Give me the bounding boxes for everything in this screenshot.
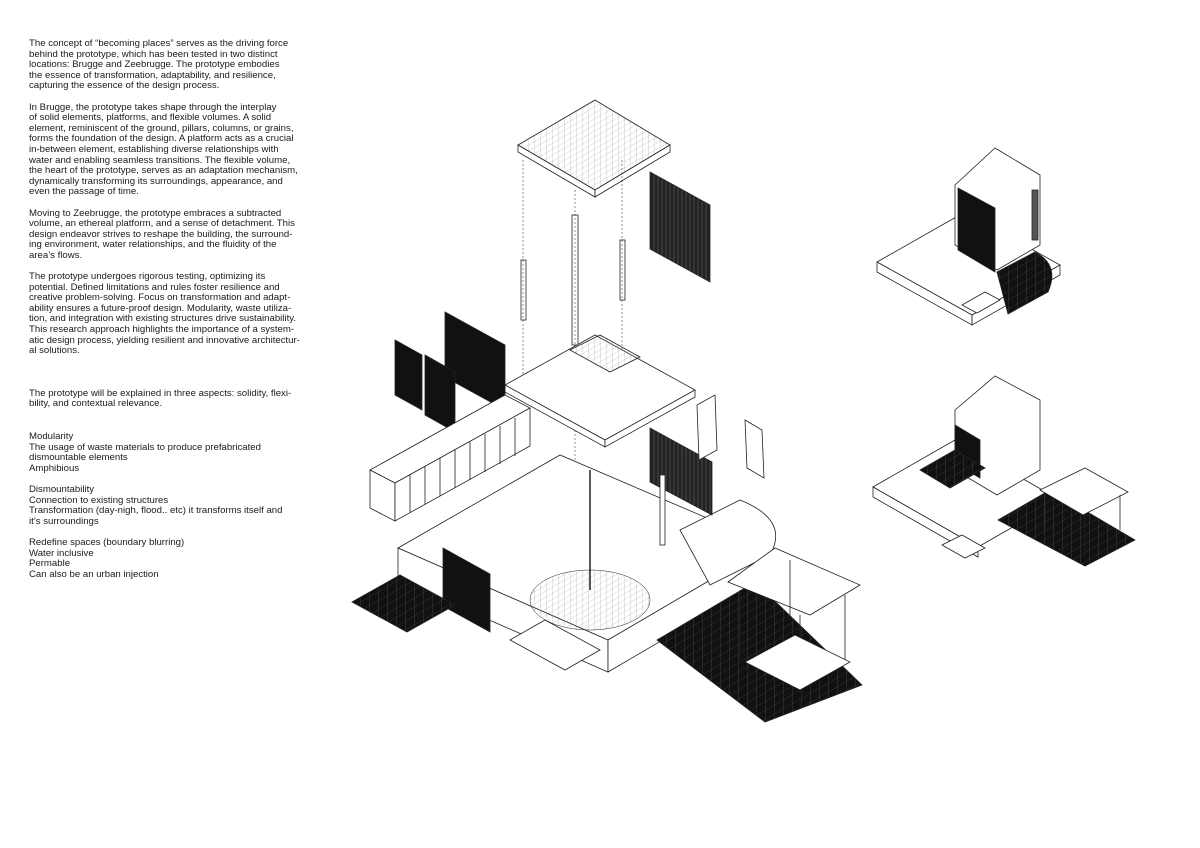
- black-panel: [442, 547, 491, 633]
- text-line: ing environment, water relationships, an…: [29, 239, 277, 251]
- text-line: Moving to Zeebrugge, the prototype embra…: [29, 207, 282, 219]
- text-line: capturing the essence of the design proc…: [29, 80, 220, 92]
- text-line: it’s surroundings: [29, 515, 99, 527]
- text-line: in-between element, establishing diverse…: [29, 143, 279, 155]
- dark-floor-tiles: [997, 489, 1136, 567]
- black-panel: [957, 187, 996, 273]
- description-text: The concept of “becoming places” serves …: [29, 38, 329, 580]
- text-line: ability ensures a future-proof design. M…: [29, 302, 292, 314]
- text-line: bility, and contextual relevance.: [29, 398, 163, 410]
- text-line: In Brugge, the prototype takes shape thr…: [29, 101, 277, 113]
- aspects-intro-paragraph: The prototype will be explained in three…: [29, 387, 329, 410]
- modular-shelf-frame: [369, 394, 531, 522]
- zeebrugge-axonometric-top: [876, 147, 1061, 326]
- pergola: [727, 547, 861, 691]
- zeebrugge-paragraph: Moving to Zeebrugge, the prototype embra…: [29, 207, 329, 262]
- folding-door: [696, 394, 718, 461]
- text-line: atic design process, yielding resilient …: [29, 334, 300, 346]
- text-line: tion, and integration with existing stru…: [29, 313, 296, 325]
- text-line: area’s flows.: [29, 249, 83, 261]
- text-line: Transformation (day-nigh, flood.. etc) i…: [29, 505, 283, 517]
- text-line: Connection to existing structures: [29, 494, 169, 506]
- text-line: dynamically transforming its surrounding…: [29, 175, 283, 187]
- text-line: element, reminiscent of the ground, pill…: [29, 122, 294, 134]
- text-line: of solid elements, platforms, and flexib…: [29, 112, 272, 124]
- text-line: the essence of transformation, adaptabil…: [29, 69, 276, 81]
- text-line: Redefine spaces (boundary blurring): [29, 536, 185, 548]
- text-line: The prototype will be explained in three…: [29, 387, 292, 399]
- dark-screen-panel: [649, 171, 711, 283]
- text-line: forms the foundation of the design. A pl…: [29, 133, 294, 145]
- testing-paragraph: The prototype undergoes rigorous testing…: [29, 271, 329, 357]
- text-line: The prototype undergoes rigorous testing…: [29, 271, 266, 283]
- text-line: even the passage of time.: [29, 186, 139, 198]
- text-line: water and enabling seamless transitions.…: [29, 154, 291, 166]
- column: [619, 239, 626, 301]
- text-line: The usage of waste materials to produce …: [29, 441, 261, 453]
- black-panel: [394, 339, 423, 411]
- text-line: potential. Defined limitations and rules…: [29, 281, 280, 293]
- text-line: design endeavor strives to reshape the b…: [29, 228, 293, 240]
- text-line: the heart of the prototype, serves as an…: [29, 165, 298, 177]
- roof-grid: [517, 99, 671, 191]
- intro-paragraph: The concept of “becoming places” serves …: [29, 38, 329, 92]
- text-line: Can also be an urban injection: [29, 568, 159, 580]
- dark-floor-tiles: [919, 449, 986, 489]
- dark-floor-tiles: [656, 581, 863, 723]
- exploded-axonometric-main: [351, 99, 863, 723]
- text-line: This research approach highlights the im…: [29, 324, 295, 336]
- spaces-group: Redefine spaces (boundary blurring)Water…: [29, 536, 329, 580]
- text-line: locations: Brugge and Zeebrugge. The pro…: [29, 59, 280, 71]
- text-line: Permable: [29, 558, 71, 570]
- text-line: Amphibious: [29, 462, 80, 474]
- text-line: Dismountability: [29, 483, 95, 495]
- black-curved-deck: [996, 251, 1053, 315]
- dark-screen-panel: [649, 427, 713, 516]
- text-line: dismountable elements: [29, 452, 128, 464]
- zeebrugge-axonometric-bottom: [872, 375, 1136, 567]
- text-line: The concept of “becoming places” serves …: [29, 38, 289, 49]
- text-line: behind the prototype, which has been tes…: [29, 48, 278, 60]
- text-line: volume, an ethereal platform, and a sens…: [29, 218, 295, 230]
- text-line: Modularity: [29, 431, 74, 442]
- column: [520, 259, 527, 321]
- text-line: Water inclusive: [29, 547, 94, 559]
- text-line: al solutions.: [29, 345, 80, 357]
- brugge-paragraph: In Brugge, the prototype takes shape thr…: [29, 101, 329, 198]
- dark-floor-tiles: [351, 574, 456, 633]
- text-line: creative problem-solving. Focus on trans…: [29, 292, 291, 304]
